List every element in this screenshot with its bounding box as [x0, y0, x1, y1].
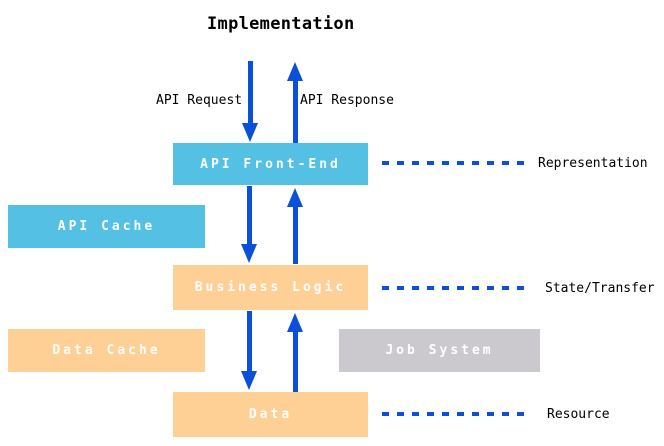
state-transfer-label: State/Transfer	[545, 281, 655, 296]
business-logic-box: Business Logic	[173, 265, 368, 310]
arrow-shaft	[292, 207, 298, 264]
resource-dashed-line	[382, 412, 524, 416]
logic-to-data-arrow-down-icon	[241, 311, 257, 390]
frontend-to-logic-arrow-down-icon	[241, 186, 257, 263]
data-to-logic-arrow-up-icon	[287, 313, 303, 392]
api-request-label: API Request	[156, 93, 243, 108]
api-cache-box: API Cache	[8, 205, 205, 248]
api-response-label: API Response	[300, 93, 394, 108]
resource-label: Resource	[547, 407, 610, 422]
arrow-shaft	[247, 61, 253, 123]
arrow-shaft	[246, 186, 252, 244]
data-box: Data	[173, 392, 368, 437]
arrow-shaft	[292, 81, 298, 143]
arrow-shaft	[246, 311, 252, 371]
job-system-box: Job System	[339, 329, 540, 372]
arrowhead-down-icon	[241, 371, 257, 390]
representation-label: Representation	[538, 156, 648, 171]
state-transfer-dashed-line	[382, 286, 524, 290]
arrowhead-up-icon	[287, 62, 303, 81]
arrowhead-down-icon	[242, 123, 258, 142]
arrowhead-down-icon	[241, 244, 257, 263]
data-cache-box: Data Cache	[8, 329, 205, 372]
arrowhead-up-icon	[287, 188, 303, 207]
logic-to-frontend-arrow-up-icon	[287, 188, 303, 264]
api-response-arrow-up-icon	[287, 62, 303, 143]
arrow-shaft	[292, 332, 298, 392]
api-request-arrow-down-icon	[242, 61, 258, 142]
representation-dashed-line	[382, 161, 524, 165]
api-front-end-box: API Front-End	[173, 143, 368, 185]
diagram-title: Implementation	[207, 14, 355, 34]
arrowhead-up-icon	[287, 313, 303, 332]
